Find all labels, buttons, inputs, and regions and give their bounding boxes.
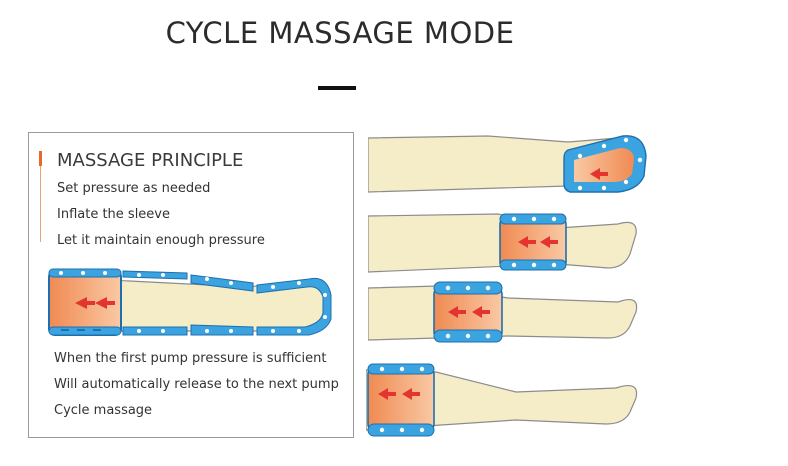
- stage-knee-illustration: [368, 281, 638, 343]
- note-1: When the first pump pressure is sufficie…: [54, 351, 327, 366]
- accent-bar: [39, 151, 42, 166]
- principle-heading: MASSAGE PRINCIPLE: [57, 150, 244, 171]
- stage-foot-illustration: [368, 135, 647, 193]
- step-1: Set pressure as needed: [57, 181, 211, 196]
- step-3: Let it maintain enough pressure: [57, 233, 265, 248]
- note-2: Will automatically release to the next p…: [54, 377, 339, 392]
- stage-calf-illustration: [368, 213, 637, 273]
- title-divider: [318, 86, 356, 90]
- full-leg-sleeve-illustration: [48, 268, 332, 336]
- guide-line: [40, 166, 41, 242]
- page-title: CYCLE MASSAGE MODE: [165, 16, 515, 50]
- step-2: Inflate the sleeve: [57, 207, 170, 222]
- note-3: Cycle massage: [54, 403, 153, 418]
- principle-panel: MASSAGE PRINCIPLE Set pressure as needed…: [28, 132, 354, 438]
- stage-thigh-illustration: [366, 363, 638, 437]
